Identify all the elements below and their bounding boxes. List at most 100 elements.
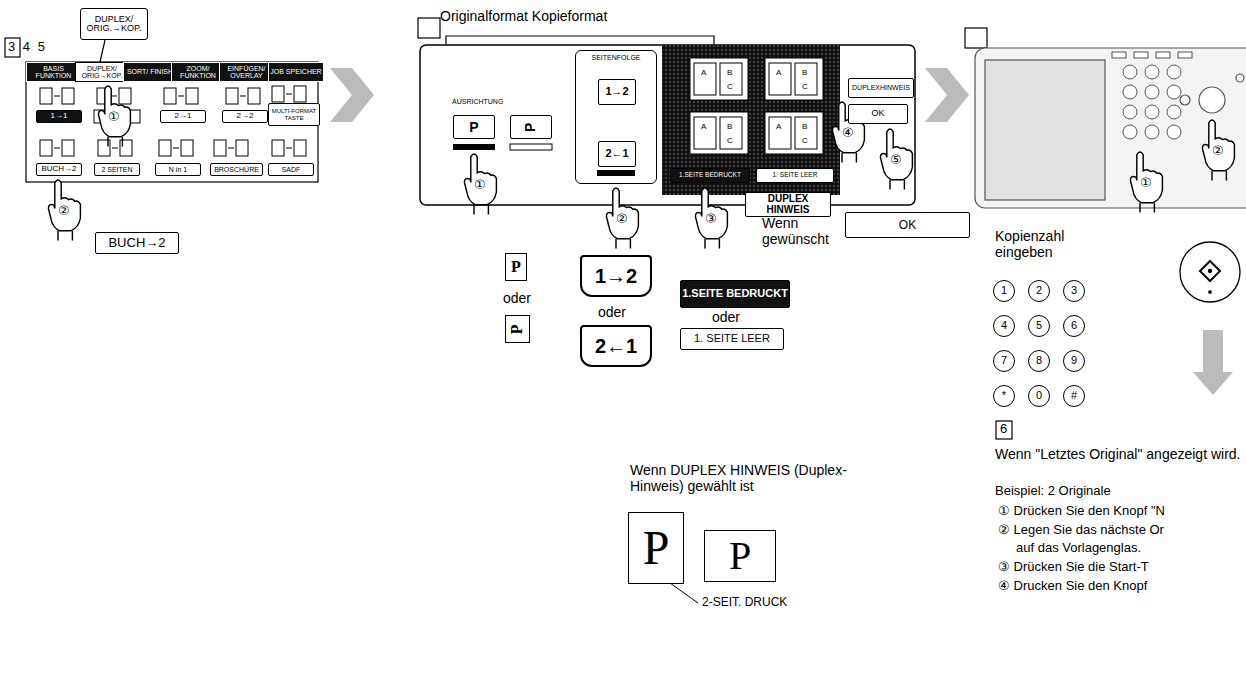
hand-cuff [705,239,719,249]
pointing-hand [1202,120,1234,180]
keypad-key: 3 [1063,280,1085,302]
node-text: SORT/ FINISH [127,68,173,75]
node-text: P [729,535,751,577]
node-text: 1→2 [605,86,628,98]
icon-arrow [228,148,234,149]
settings-panel [420,36,915,238]
pointing-hand [606,188,638,248]
pictogram-letter: C [727,82,733,91]
start-button [1180,242,1240,302]
icon-arrow [173,148,179,149]
panel-key [1167,105,1181,119]
menu-tab: BASIS FUNKTION [26,62,81,82]
node-text: JOB SPEICHER [270,68,321,75]
page-outline [694,117,716,149]
arrow-chevron [1193,330,1233,395]
step-box [965,28,987,48]
page-icon [119,88,131,104]
page-outline [694,63,716,95]
pointing-hand [48,180,80,240]
mode-button: SADF [268,163,314,176]
node-text: 1→2 [595,266,637,287]
note: oder [503,290,531,306]
sample-page: P [704,530,776,582]
mode-button: 2→1 [160,110,206,123]
page-icon [248,88,260,104]
pointing-hand [464,154,496,214]
node-text: 9 [1071,355,1077,367]
pictogram-letter: C [727,136,733,145]
node-text: EINFÜGEN/ OVERLAY [220,65,273,80]
hand-cuff [108,137,122,147]
icon-arrow [240,96,246,97]
hand-cuff [58,231,72,241]
page-icon [40,88,52,104]
callout-number: ② [615,212,629,227]
keypad-key: 9 [1063,350,1085,372]
page-icon [214,140,226,156]
instruction: Wenn "Letztes Original" angezeigt wird. [995,446,1245,462]
pictogram-letter: A [701,122,706,131]
option-group: SEITENFOLGE1→22←1 [575,50,657,184]
page-icon [236,140,248,156]
mode-button: BROSCHÜRE [210,163,263,176]
control-panel [1236,74,1244,82]
node-text: P [643,523,670,573]
ok-button: OK [848,104,908,124]
icon-arrow [54,148,60,149]
page-button: 1.SEITE BEDRUCKT [670,168,750,183]
page-icon [62,88,74,104]
node-text: 1.SEITE BEDRUCKT [679,172,741,179]
mode-button: 1→1 [36,110,82,123]
pictogram-letter: A [776,68,781,77]
mode-button: 2→2 [222,110,268,123]
node-text: MULTI-FORMAT TASTE [269,108,319,121]
node-text: 2←1 [595,336,637,357]
callout-number: ② [1211,144,1225,159]
keypad-key: * [993,385,1015,407]
orientation-button: P [453,115,495,139]
node-text: OK [899,219,916,232]
pointing-hand [695,188,727,248]
button-zoom: BUCH→2 [95,232,179,254]
node-text: P [524,122,539,131]
keypad-key: 7 [993,350,1015,372]
settings-panel [662,45,840,195]
node-text: 2 SEITEN [101,166,132,173]
note: Wenn gewünscht [762,215,852,247]
step-box [996,421,1012,439]
node-text: ZOOM/ FUNKTION [172,65,224,80]
hand-cuff [616,239,630,249]
layout-pictogram [765,112,823,154]
step-number: 6 [1000,422,1007,437]
icon-arrow [286,148,292,149]
node-text: BUCH→2 [41,165,76,173]
page-outline [720,63,742,95]
instruction: Beispiel: 2 Originale [995,484,1111,499]
node-text: * [1002,390,1006,402]
panel-indicator [1112,52,1126,58]
callout-number: ① [107,110,121,125]
node-text: 2 [1036,285,1042,297]
node-text: 8 [1036,355,1042,367]
node-text: 1→1 [51,112,68,120]
page-icon [159,140,171,156]
instruction-step: ③ Drücken Sie die Start-T [998,560,1149,575]
mode-button: 2 SEITEN [94,163,140,176]
settings-panel [420,45,915,205]
button-zoom: OK [845,212,970,238]
hand-outline [695,188,727,239]
screen-panel [100,40,105,62]
control-panel [985,60,1105,200]
button-zoom: DUPLEX HINWEIS [745,192,831,217]
start-button [1200,261,1220,281]
page-icon [40,140,52,156]
page-button: 1. SEITE LEER [756,168,834,183]
menu-tab: SORT/ FINISH [123,62,177,82]
node-text: 7 [1001,355,1007,367]
sample-page: P [628,512,684,584]
node-text: DUPLEXHINWEIS [852,84,910,91]
menu-tab: DUPLEX/ ORIG→KOP. [75,62,129,82]
hand-cuff [1140,203,1154,213]
hand-outline [1130,152,1162,203]
